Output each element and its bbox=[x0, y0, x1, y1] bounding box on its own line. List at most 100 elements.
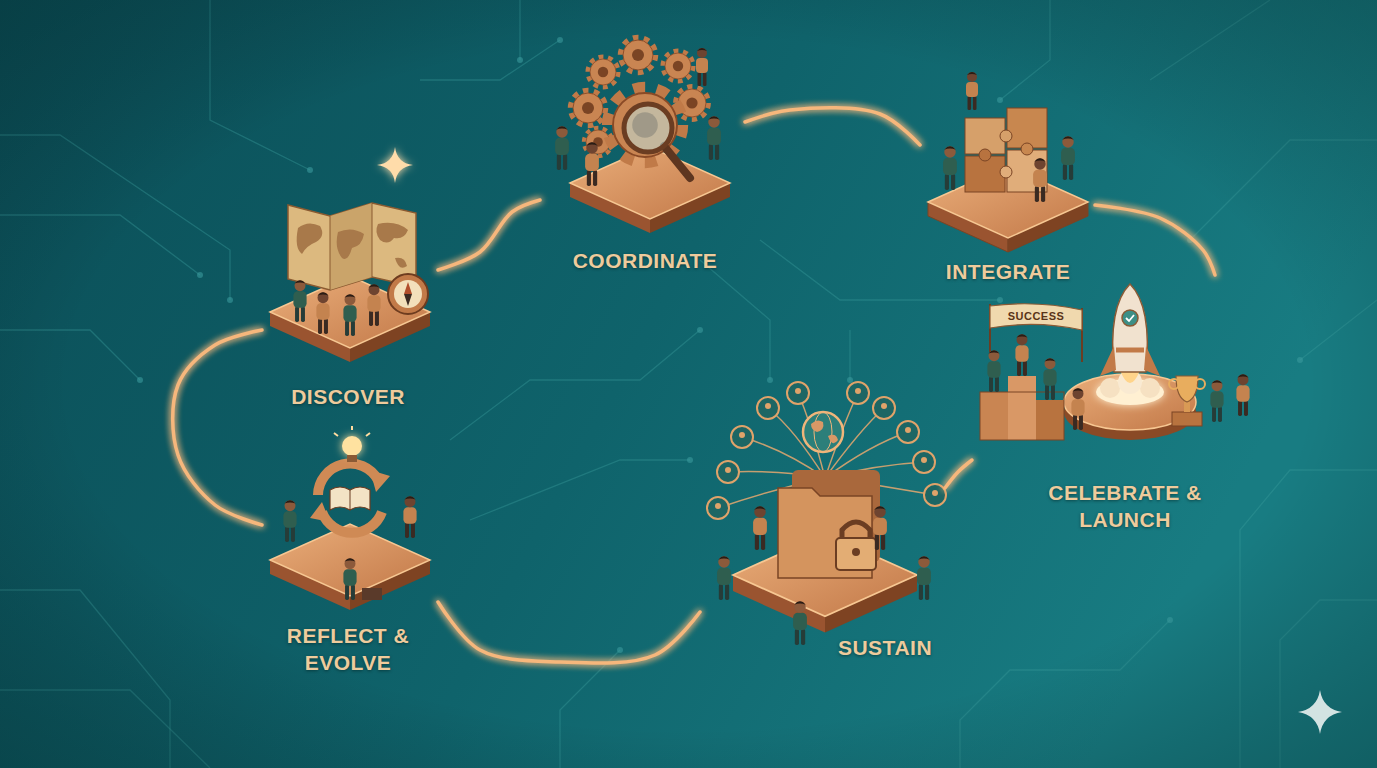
sustain-illustration bbox=[924, 484, 946, 506]
sustain-illustration bbox=[725, 467, 731, 473]
coordinate-illustration bbox=[622, 39, 655, 72]
coordinate-illustration bbox=[664, 146, 690, 178]
coordinate-illustration bbox=[664, 52, 693, 81]
celebrate-illustration bbox=[1008, 376, 1036, 440]
discover-illustration bbox=[343, 294, 356, 336]
sparkle bbox=[377, 147, 413, 183]
integrate-illustration bbox=[943, 146, 957, 190]
discover-illustration bbox=[395, 258, 407, 268]
celebrate-illustration bbox=[1043, 358, 1056, 400]
reflect-illustration bbox=[322, 512, 382, 533]
sustain-illustration bbox=[717, 461, 739, 483]
sustain-illustration bbox=[795, 388, 801, 394]
reflect-illustration bbox=[343, 558, 356, 600]
glowing-path bbox=[173, 330, 262, 525]
sustain-illustration bbox=[932, 490, 938, 496]
sustain-illustration bbox=[873, 506, 887, 550]
discover-illustration bbox=[270, 276, 430, 362]
discover-illustration bbox=[404, 294, 412, 306]
integrate-illustration bbox=[1007, 108, 1047, 148]
coordinate-illustration bbox=[555, 39, 730, 234]
sustain-illustration bbox=[836, 538, 876, 570]
integrate-illustration bbox=[1021, 143, 1033, 155]
reflect-illustration bbox=[362, 588, 382, 600]
celebrate-illustration bbox=[980, 284, 1250, 440]
discover-illustration bbox=[376, 223, 408, 243]
celebrate-illustration bbox=[1100, 378, 1120, 398]
celebrate-illustration bbox=[1140, 378, 1160, 398]
reflect-illustration bbox=[403, 496, 416, 538]
stage-label: CELEBRATE & LAUNCH bbox=[1030, 479, 1220, 533]
coordinate-illustration bbox=[555, 126, 569, 170]
sustain-illustration bbox=[913, 451, 935, 473]
coordinate-illustration bbox=[585, 142, 599, 186]
discover-illustration bbox=[394, 280, 422, 308]
sustain-illustration bbox=[757, 397, 779, 419]
reflect-illustration bbox=[342, 436, 362, 456]
stage-node: INTEGRATE bbox=[920, 88, 1095, 293]
reflect-illustration bbox=[370, 470, 390, 492]
celebrate-illustration bbox=[1122, 310, 1138, 326]
sustain-illustration bbox=[787, 382, 809, 404]
discover-illustration bbox=[293, 280, 306, 322]
coordinate-illustration bbox=[624, 104, 672, 152]
glowing-path bbox=[945, 460, 972, 488]
sustain-illustration bbox=[731, 426, 753, 448]
stage-node: DISCOVER bbox=[262, 190, 438, 418]
celebrate-illustration bbox=[1113, 284, 1148, 372]
celebrate-illustration bbox=[1071, 388, 1084, 430]
coordinate-illustration bbox=[707, 116, 721, 160]
sustain-illustration bbox=[905, 427, 911, 433]
sustain-illustration bbox=[852, 548, 860, 556]
stage-label: DISCOVER bbox=[291, 383, 405, 410]
celebrate-illustration bbox=[1116, 348, 1144, 353]
reflect-illustration bbox=[270, 426, 430, 610]
celebrate-illustration bbox=[1195, 379, 1205, 389]
stage-label: INTEGRATE bbox=[946, 258, 1070, 285]
sustain-illustration bbox=[765, 403, 771, 409]
coordinate-illustration bbox=[589, 58, 618, 87]
glowing-path bbox=[438, 602, 700, 663]
integrate-illustration bbox=[928, 72, 1088, 252]
sustain-illustration bbox=[803, 412, 843, 452]
reflect-illustration bbox=[283, 500, 296, 542]
stage-label: SUSTAIN bbox=[838, 634, 932, 661]
celebrate-illustration bbox=[1169, 379, 1179, 389]
sustain-illustration bbox=[707, 497, 729, 519]
integrate-illustration bbox=[1033, 158, 1047, 202]
sustain-illustration bbox=[753, 506, 767, 550]
discover-illustration bbox=[337, 229, 364, 258]
integrate-illustration bbox=[1000, 130, 1012, 142]
celebrate-illustration bbox=[990, 304, 1082, 330]
sustain-illustration bbox=[881, 403, 887, 409]
stage-node: SUSTAIN bbox=[700, 385, 945, 667]
sustain-illustration bbox=[739, 432, 745, 438]
discover-illustration bbox=[330, 203, 372, 290]
sustain-illustration bbox=[921, 457, 927, 463]
celebrate-illustration bbox=[1126, 315, 1134, 321]
reflect-illustration bbox=[334, 426, 370, 436]
reflect-illustration bbox=[347, 455, 357, 462]
sustain-illustration bbox=[707, 382, 946, 645]
glowing-path bbox=[745, 108, 920, 145]
sustain-illustration bbox=[897, 421, 919, 443]
integrate-illustration bbox=[1000, 166, 1012, 178]
discover-illustration bbox=[270, 203, 430, 362]
banner-anchor: SUCCESS bbox=[996, 306, 1076, 322]
discover-illustration bbox=[367, 284, 380, 326]
sustain-illustration bbox=[717, 556, 731, 600]
reflect-illustration bbox=[330, 487, 370, 510]
discover-illustration bbox=[404, 282, 412, 294]
reflect-illustration bbox=[310, 502, 330, 522]
sustain-illustration bbox=[793, 601, 807, 645]
sustain-illustration bbox=[917, 556, 931, 600]
celebrate-illustration bbox=[1100, 346, 1116, 376]
celebrate-illustration bbox=[1172, 412, 1202, 426]
